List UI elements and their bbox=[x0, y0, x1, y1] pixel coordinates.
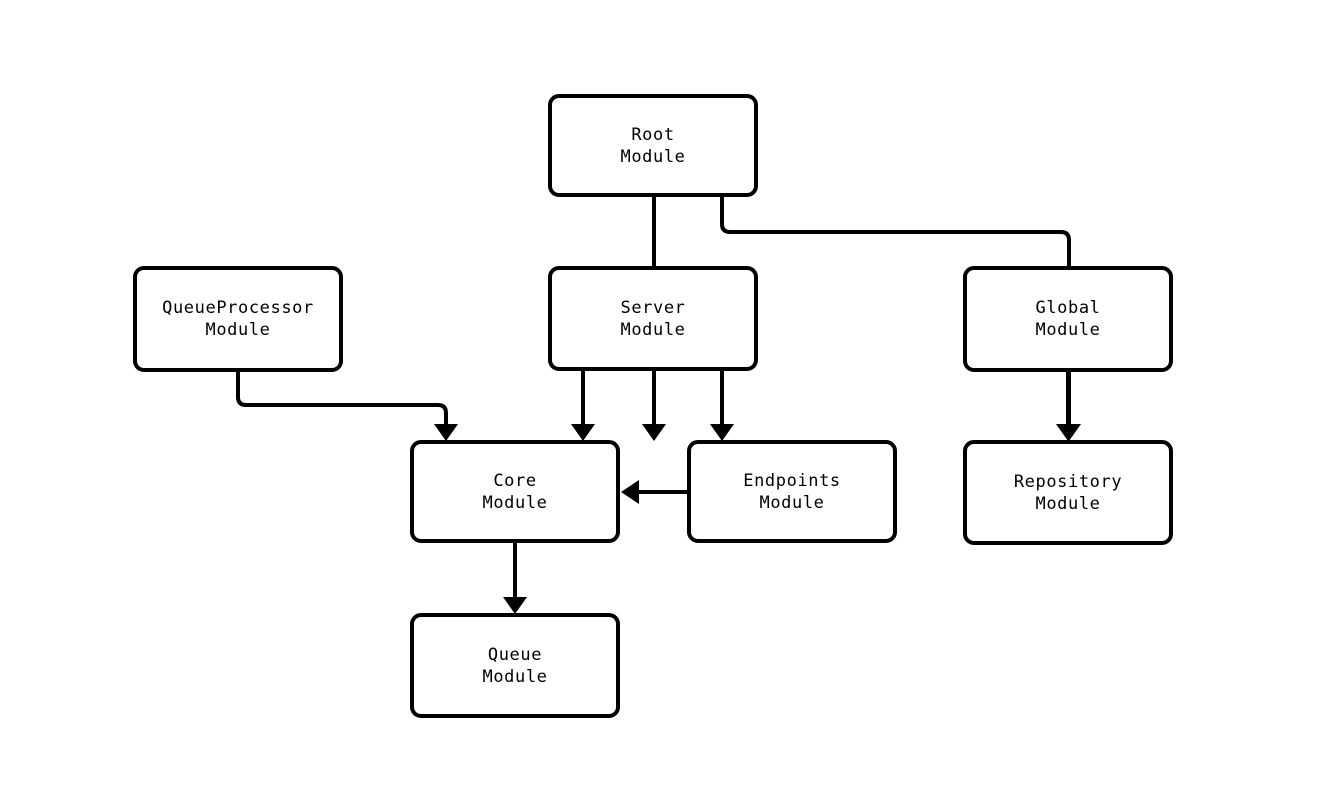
node-root[interactable]: Root Module bbox=[548, 94, 758, 197]
node-root-label: Root Module bbox=[620, 124, 686, 167]
node-global[interactable]: Global Module bbox=[963, 266, 1173, 372]
node-core-label: Core Module bbox=[482, 470, 548, 513]
node-queueprocessor-label: QueueProcessor Module bbox=[162, 298, 314, 340]
node-queue-label: Queue Module bbox=[482, 644, 548, 687]
edge-core-queue bbox=[503, 543, 527, 614]
edge-queueprocessor-core bbox=[236, 372, 458, 441]
edge-server-endpoints bbox=[710, 371, 734, 441]
edge-server-core bbox=[571, 371, 595, 441]
edge-endpoints-core bbox=[621, 480, 687, 504]
edge-global-repository bbox=[1056, 372, 1080, 441]
node-repository-label: Repository Module bbox=[1013, 471, 1123, 514]
node-queueprocessor[interactable]: QueueProcessor Module bbox=[133, 266, 343, 372]
node-repository[interactable]: Repository Module bbox=[963, 440, 1173, 545]
node-endpoints[interactable]: Endpoints Module bbox=[687, 440, 897, 543]
node-server[interactable]: Server Module bbox=[548, 266, 758, 371]
node-core[interactable]: Core Module bbox=[410, 440, 620, 543]
node-global-label: Global Module bbox=[1035, 298, 1101, 340]
node-queue[interactable]: Queue Module bbox=[410, 613, 620, 718]
node-server-label: Server Module bbox=[620, 297, 686, 340]
node-endpoints-label: Endpoints Module bbox=[743, 470, 841, 513]
